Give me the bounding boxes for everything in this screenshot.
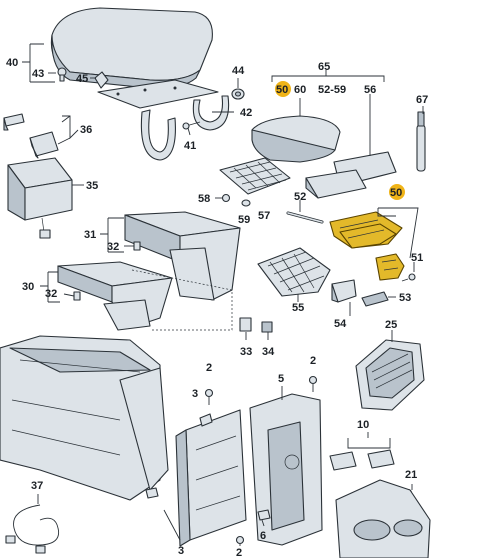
label-37: 37: [31, 480, 43, 492]
label-51: 51: [411, 252, 423, 264]
label-35: 35: [86, 180, 98, 192]
clip-part: [145, 487, 159, 499]
mesh-net-part: [257, 247, 331, 297]
callout-labels: 40 43 45 44 42 41 36 35 31 32 30 32 65 5…: [6, 57, 428, 558]
label-56: 56: [364, 84, 376, 96]
storage-tray-part: [7, 157, 73, 239]
bolt-part: [182, 121, 201, 130]
label-42: 42: [240, 107, 252, 119]
label-55: 55: [292, 302, 304, 314]
connector-part: [329, 449, 395, 471]
magnet-part: [361, 291, 389, 307]
screw-part: [401, 273, 416, 282]
upper-cover-part: [251, 115, 341, 163]
label-58: 58: [198, 193, 210, 205]
bushing-part: [231, 88, 245, 100]
label-33: 33: [240, 346, 252, 358]
label-5: 5: [278, 373, 284, 385]
label-65: 65: [318, 61, 330, 73]
armrest-lid-part: [50, 7, 213, 89]
screw-part: [308, 375, 318, 392]
clip-part: [94, 71, 109, 89]
label-2c: 2: [236, 547, 242, 558]
label-60: 60: [294, 84, 306, 96]
highlight-marker-50b: [389, 184, 405, 200]
storage-box-part: [57, 261, 173, 331]
label-41: 41: [184, 140, 196, 152]
screw-part: [57, 67, 67, 82]
label-3b: 3: [178, 545, 184, 557]
label-67: 67: [416, 94, 428, 106]
label-45: 45: [76, 73, 88, 85]
storage-box-part: [124, 211, 241, 301]
label-31: 31: [84, 229, 96, 241]
switch-part: [239, 317, 273, 333]
label-40: 40: [6, 57, 18, 69]
hinge-spring-part: [192, 95, 230, 131]
label-10: 10: [357, 419, 369, 431]
label-52: 52: [294, 191, 306, 203]
cable-harness-part: [5, 504, 60, 554]
cover-panel-part: [305, 151, 397, 199]
label-54: 54: [334, 318, 347, 330]
label-44: 44: [232, 65, 245, 77]
screw-part: [235, 535, 245, 545]
leader-lines: [22, 43, 424, 546]
label-30: 30: [22, 281, 34, 293]
cup-holder-part: [335, 479, 431, 558]
washer-part: [241, 199, 251, 207]
label-59: 59: [238, 214, 250, 226]
label-21: 21: [405, 469, 417, 481]
grid-tray-part: [219, 157, 291, 195]
label-6: 6: [260, 530, 266, 542]
label-52-59: 52-59: [318, 84, 346, 96]
label-3a: 3: [192, 388, 198, 400]
screw-part: [215, 193, 231, 203]
screw-part: [204, 388, 214, 405]
clip-part: [257, 509, 271, 521]
label-50a: 50: [276, 84, 288, 96]
highlight-marker-50a: [275, 81, 291, 97]
label-25: 25: [385, 319, 397, 331]
clip-part: [199, 413, 213, 427]
label-32a: 32: [107, 241, 119, 253]
rail-part: [3, 113, 59, 159]
center-cover-part: [249, 393, 323, 546]
hinge-spring-part: [140, 109, 176, 161]
label-2a: 2: [206, 362, 212, 374]
label-50b: 50: [390, 187, 402, 199]
label-34: 34: [262, 346, 275, 358]
frame-bracket-part: [175, 409, 247, 547]
label-2b: 2: [310, 355, 316, 367]
label-32b: 32: [45, 288, 57, 300]
console-shell-part: [0, 335, 169, 501]
cap-part: [331, 279, 357, 303]
label-53: 53: [399, 292, 411, 304]
label-43: 43: [32, 68, 44, 80]
label-36: 36: [80, 124, 92, 136]
latch-mechanism-part-highlighted: [329, 211, 405, 281]
hinge-plate-part: [97, 79, 219, 109]
pen-part: [416, 111, 426, 172]
air-vent-part: [355, 339, 425, 411]
label-57: 57: [258, 210, 270, 222]
